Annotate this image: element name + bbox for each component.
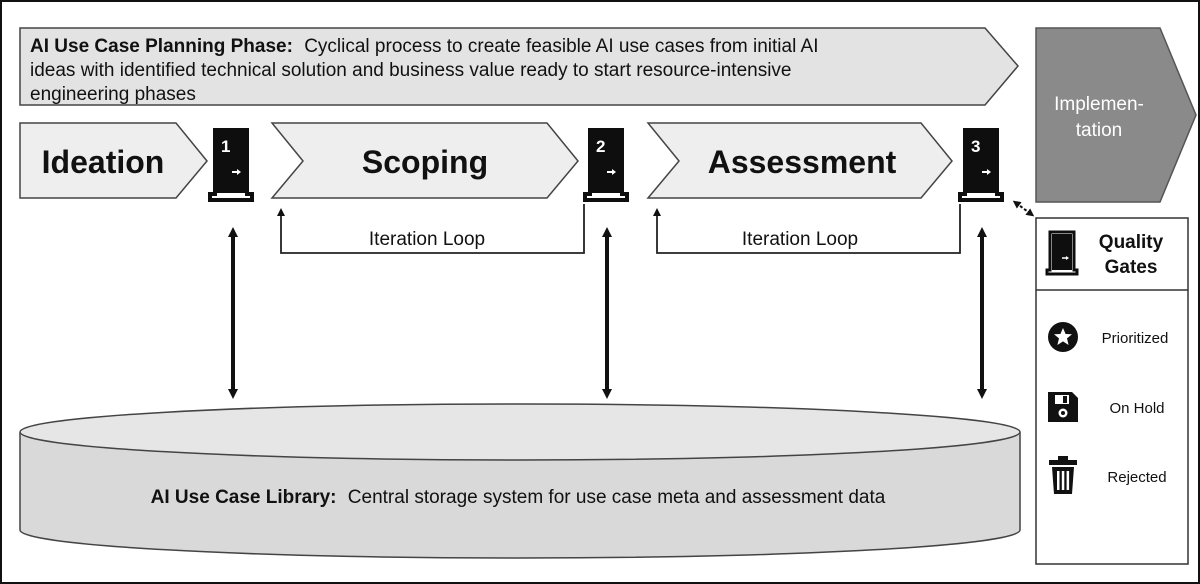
gate-3-legend-connector bbox=[1012, 200, 1035, 217]
planning-phase-line3: engineering phases bbox=[30, 84, 196, 105]
library-cylinder-body bbox=[19, 432, 1021, 559]
star-circle-icon bbox=[1048, 322, 1078, 352]
quality-gates-legend bbox=[1035, 217, 1189, 565]
scoping-phase-arrow bbox=[270, 122, 579, 199]
ideation-phase-arrow bbox=[19, 122, 208, 199]
library-cylinder-top bbox=[19, 403, 1021, 461]
iteration-loop-1-arrow bbox=[277, 204, 585, 254]
quality-gate-2-door-icon: 2 bbox=[583, 128, 629, 202]
planning-phase-banner bbox=[19, 27, 1019, 106]
legend-door-icon bbox=[1045, 230, 1079, 276]
planning-phase-line1: Cyclical process to create feasible AI u… bbox=[304, 36, 818, 57]
implementation-block bbox=[1035, 27, 1197, 203]
implementation-label-line2: tation bbox=[1076, 120, 1122, 141]
iteration-loop-2-arrow bbox=[653, 204, 961, 254]
planning-phase-line2: ideas with identified technical solution… bbox=[30, 60, 791, 81]
scoping-label: Scoping bbox=[362, 144, 488, 180]
implementation-label-line1: Implemen- bbox=[1054, 94, 1144, 115]
legend-rejected-label: Rejected bbox=[1107, 469, 1166, 486]
legend-on-hold-label: On Hold bbox=[1109, 400, 1164, 417]
library-title: AI Use Case Library: bbox=[151, 487, 337, 508]
gate-2-number: 2 bbox=[596, 137, 605, 156]
assessment-phase-arrow bbox=[646, 122, 953, 199]
library-description: Central storage system for use case meta… bbox=[348, 487, 886, 508]
trash-can-icon bbox=[1049, 456, 1077, 494]
iteration-loop-1-label: Iteration Loop bbox=[369, 229, 485, 250]
svg-text:AI Use Case Planning Phase:: AI Use Case Planning Phase: Cyclical pro… bbox=[30, 36, 818, 57]
legend-prioritized-label: Prioritized bbox=[1102, 330, 1169, 347]
planning-phase-title: AI Use Case Planning Phase: bbox=[30, 36, 293, 57]
quality-gate-3-door-icon: 3 bbox=[958, 128, 1004, 202]
svg-text:AI Use Case Library: Centr: AI Use Case Library: Central storage sys… bbox=[151, 487, 886, 508]
floppy-disk-icon bbox=[1048, 392, 1078, 422]
assessment-label: Assessment bbox=[708, 144, 897, 180]
quality-gate-1-door-icon: 1 bbox=[208, 128, 254, 202]
legend-title-line1: Quality bbox=[1099, 232, 1164, 253]
iteration-loop-2-label: Iteration Loop bbox=[742, 229, 858, 250]
gate-1-number: 1 bbox=[221, 137, 230, 156]
legend-title-line2: Gates bbox=[1105, 257, 1158, 278]
ideation-label: Ideation bbox=[42, 144, 165, 180]
gate-3-number: 3 bbox=[971, 137, 980, 156]
